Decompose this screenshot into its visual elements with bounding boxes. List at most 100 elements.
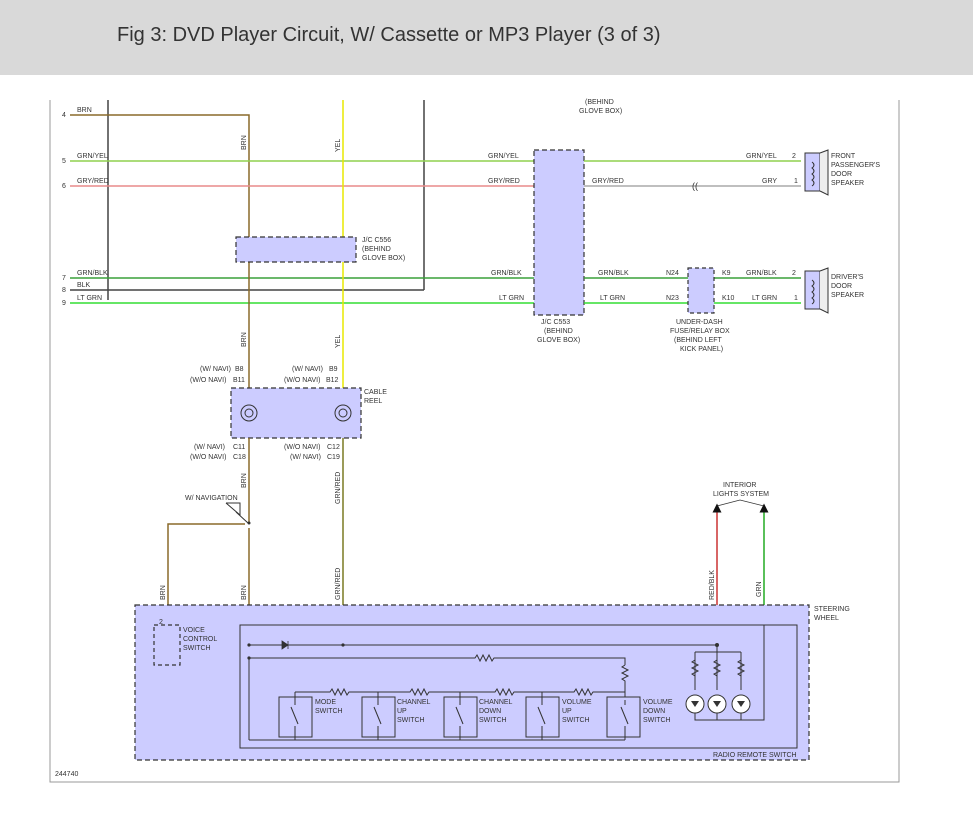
reel-b9: B9: [329, 366, 338, 373]
led-2-symbol: [713, 701, 721, 707]
volume-down-label-2: DOWN: [643, 708, 665, 715]
vlabel-brn-main: BRN: [241, 585, 248, 600]
figure-number: 244740: [55, 771, 78, 778]
vlabel-brn-top: BRN: [241, 135, 248, 150]
driver-speaker-coil: [811, 279, 815, 305]
interior-lights-label-1: INTERIOR: [723, 482, 756, 489]
led-resistor-2: [712, 659, 722, 677]
volume-up-switch: [525, 692, 560, 740]
navigation-selector-line: [235, 511, 249, 524]
interior-lights-label-2: LIGHTS SYSTEM: [713, 491, 769, 498]
jc-c556-label-3: GLOVE BOX): [362, 255, 405, 262]
vlabel-yel-top: YEL: [335, 139, 342, 152]
front-speaker-wire-top: GRN/YEL: [746, 153, 777, 160]
reel-wonavi-b12: (W/O NAVI): [284, 377, 320, 384]
channel-down-switch: [443, 692, 478, 740]
jc553-left-grnblk: GRN/BLK: [491, 270, 522, 277]
front-speaker-label-2: PASSENGER'S: [831, 162, 880, 169]
driver-speaker-wire-bottom: LT GRN: [752, 295, 777, 302]
circuit-ladder-line: [295, 687, 625, 697]
wire-brn: [70, 114, 250, 237]
mode-switch-label-1: MODE: [315, 699, 336, 706]
driver-speaker-label-2: DOOR: [831, 283, 852, 290]
jc-c556-label-1: J/C C556: [362, 237, 391, 244]
circuit-right-resistor: [620, 664, 630, 700]
cable-reel-label-1: CABLE: [364, 389, 387, 396]
cable-reel-left-coil-inner: [244, 408, 254, 418]
jc-c553-label-3: GLOVE BOX): [537, 337, 580, 344]
fuse-label-1: UNDER-DASH: [676, 319, 723, 326]
driver-speaker-pin-bottom: 1: [794, 295, 798, 302]
cable-reel-right-coil-inner: [338, 408, 348, 418]
led-resistor-1: [690, 659, 700, 677]
channel-up-switch: [361, 692, 396, 740]
circuit-diode: [281, 640, 289, 650]
volume-up-label-3: SWITCH: [562, 717, 590, 724]
jc-c556-label-2: (BEHIND: [362, 246, 391, 253]
top-jc-note-2: GLOVE BOX): [579, 108, 622, 115]
volume-down-label-1: VOLUME: [643, 699, 673, 706]
volume-up-label-2: UP: [562, 708, 572, 715]
vlabel-yel-mid: YEL: [335, 335, 342, 348]
wire-brn-branch: [167, 523, 245, 625]
cable-reel-right-coil: [334, 404, 352, 422]
fuse-k9: K9: [722, 270, 731, 277]
top-jc-note-1: (BEHIND: [585, 99, 614, 106]
channel-up-label-3: SWITCH: [397, 717, 425, 724]
voice-switch-pin: 2: [159, 619, 163, 626]
page-title: Fig 3: DVD Player Circuit, W/ Cassette o…: [117, 24, 661, 46]
label-gryred: GRY/RED: [77, 178, 109, 185]
label-blk: BLK: [77, 282, 91, 289]
reel-c11: C11: [233, 444, 245, 451]
led-branch-top: [694, 645, 742, 690]
mode-switch-label-2: SWITCH: [315, 708, 343, 715]
led-resistor-3: [736, 659, 746, 677]
vlabel-grnred-low: GRN/RED: [335, 472, 342, 504]
pin-9: 9: [62, 300, 66, 307]
w-navigation-label: W/ NAVIGATION: [185, 495, 238, 502]
pin-8: 8: [62, 287, 66, 294]
led-bottom-line: [694, 625, 765, 721]
jc-c553-box: [533, 149, 585, 316]
front-speaker-pin-top: 2: [792, 153, 796, 160]
jc553-right-ltgrn: LT GRN: [600, 295, 625, 302]
reel-b8: B8: [235, 366, 244, 373]
pin-5: 5: [62, 158, 66, 165]
voice-switch-label-2: CONTROL: [183, 636, 217, 643]
header-bar: Fig 3: DVD Player Circuit, W/ Cassette o…: [0, 0, 973, 75]
fuse-label-2: FUSE/RELAY BOX: [670, 328, 730, 335]
vlabel-redblk: RED/BLK: [709, 570, 716, 600]
jc553-right-gryred: GRY/RED: [592, 178, 624, 185]
driver-speaker-cone: [819, 267, 829, 314]
fuse-n23: N23: [666, 295, 679, 302]
reel-wnavi-b9: (W/ NAVI): [292, 366, 323, 373]
reel-c12: C12: [327, 444, 340, 451]
driver-speaker-wire-top: GRN/BLK: [746, 270, 777, 277]
reel-wonavi-c12: (W/O NAVI): [284, 444, 320, 451]
vlabel-brn-branch: BRN: [160, 585, 167, 600]
front-speaker-wire-bottom: GRY: [762, 178, 777, 185]
front-speaker-pin-bottom: 1: [794, 178, 798, 185]
vlabel-grn: GRN: [756, 581, 763, 597]
front-speaker-coil: [811, 161, 815, 187]
jc-c553-label-1: J/C C553: [541, 319, 570, 326]
reel-b12: B12: [326, 377, 339, 384]
navigation-selector-dot: [247, 521, 251, 525]
radio-remote-switch-label: RADIO REMOTE SWITCH: [713, 752, 797, 759]
circuit-resistor-line: [249, 653, 626, 665]
label-grnblk: GRN/BLK: [77, 270, 108, 277]
connector-break-symbol: ((: [692, 181, 698, 191]
voice-switch-label-1: VOICE: [183, 627, 205, 634]
reel-wnavi-c11: (W/ NAVI): [194, 444, 225, 451]
label-ltgrn: LT GRN: [77, 295, 102, 302]
fuse-label-3: (BEHIND LEFT: [674, 337, 723, 344]
reel-c19: C19: [327, 454, 340, 461]
reel-wonavi-b11: (W/O NAVI): [190, 377, 226, 384]
steering-wheel-label-2: WHEEL: [814, 615, 839, 622]
vlabel-brn-mid: BRN: [241, 332, 248, 347]
led-1-symbol: [691, 701, 699, 707]
volume-up-label-1: VOLUME: [562, 699, 592, 706]
front-speaker-cone: [819, 149, 829, 196]
vlabel-brn-low: BRN: [241, 473, 248, 488]
